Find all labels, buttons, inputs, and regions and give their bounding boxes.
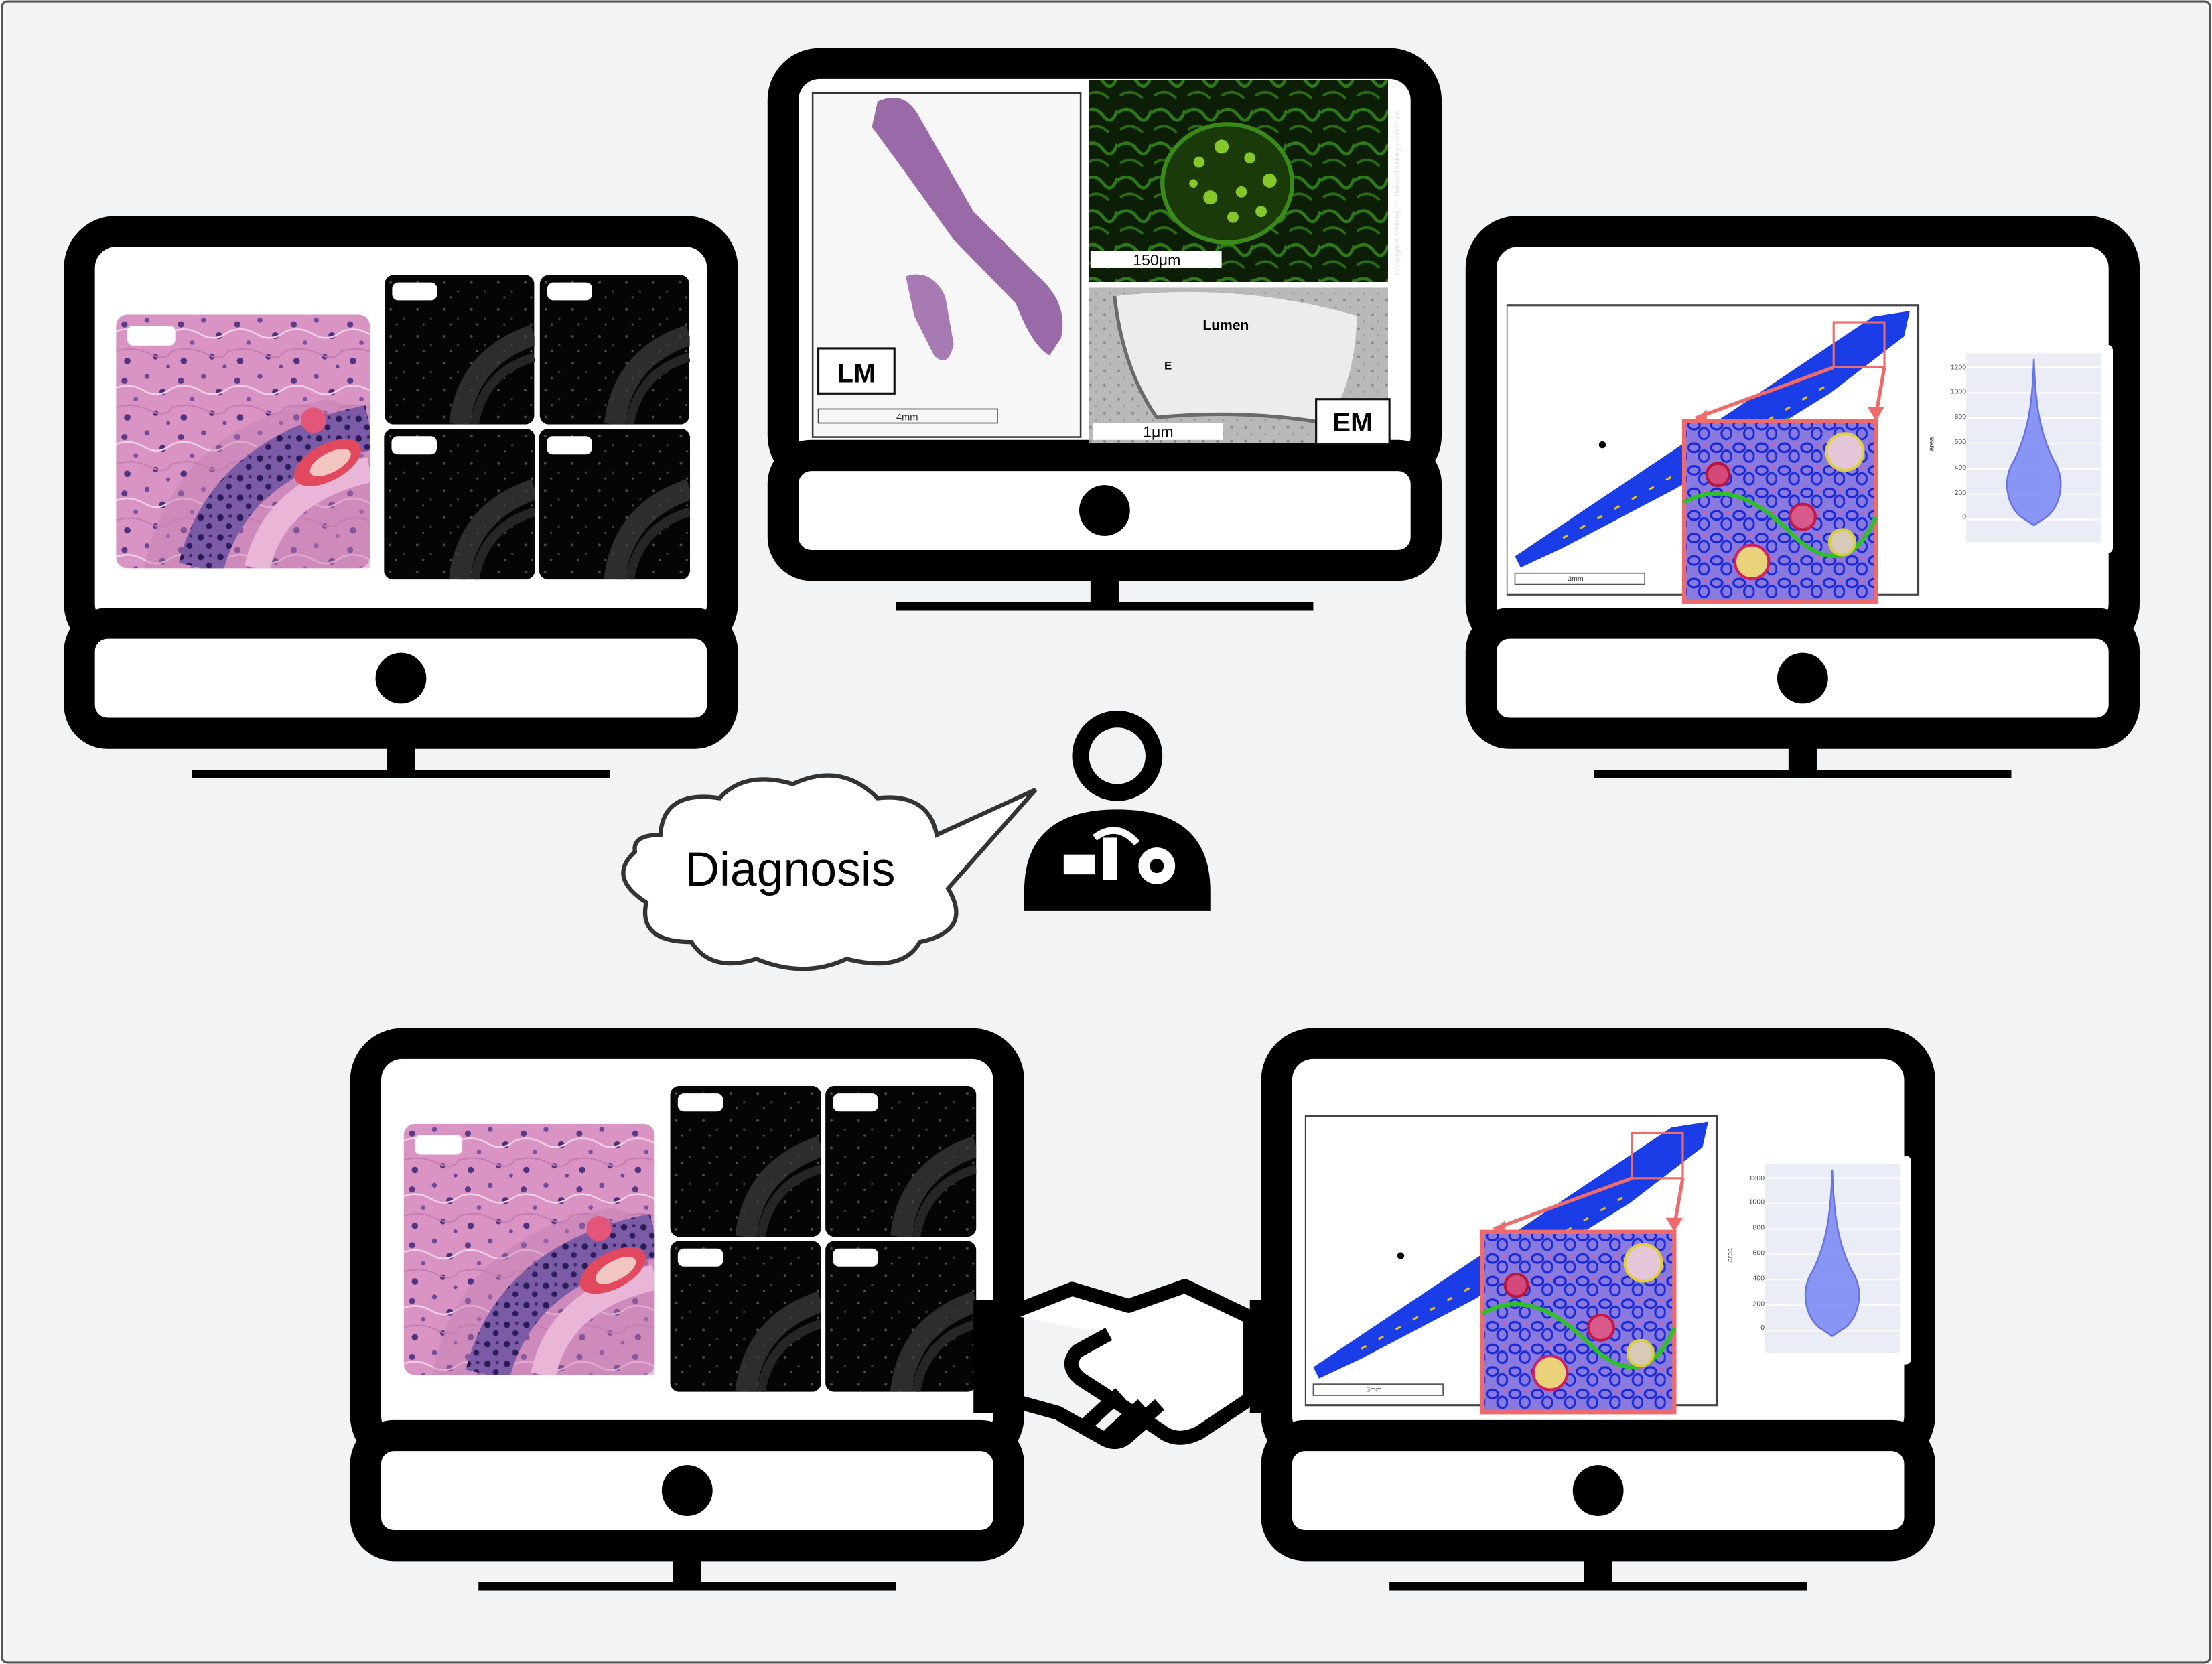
monitor-top-left: [79, 231, 722, 778]
monitor-top-center: LM 4mm 150μm Copyright © 1998 by the Nat…: [783, 64, 1426, 611]
lm-biopsy-strip-2: [906, 274, 954, 360]
violin-tick: 600: [1753, 1249, 1765, 1257]
segmentation-scale-label: 3mm: [1568, 575, 1584, 583]
lm-scale-bar: [817, 408, 998, 424]
violin-tick: 1200: [1951, 364, 1967, 372]
speech-bubble-icon: [621, 773, 1038, 971]
violin-tick: 400: [1753, 1274, 1765, 1282]
em-lumen-label: Lumen: [1202, 318, 1249, 334]
violin-tick: 0: [1760, 1324, 1765, 1332]
if-channel-panel-3: [671, 1241, 821, 1391]
if-channel-panel-4: [825, 1241, 976, 1391]
em-label: EM: [1332, 408, 1373, 437]
if-channel-panel-4: [539, 429, 690, 579]
monitor-top-right: 3mm area 1200 1000 800 600 400 200 0: [1481, 231, 2124, 778]
segmentation-scale-label: 3mm: [1366, 1386, 1382, 1394]
violin-tick: 1200: [1749, 1174, 1765, 1182]
he-stain-panel: [116, 314, 370, 568]
violin-tick: 1000: [1749, 1198, 1765, 1206]
em-scale-label: 1μm: [1143, 423, 1173, 441]
if-channel-panel-2: [825, 1086, 976, 1237]
if-copyright: Copyright © 1998 by the National Kidney …: [1393, 111, 1401, 275]
violin-tick: 200: [1753, 1300, 1765, 1308]
he-stain-panel: [404, 1124, 655, 1375]
violin-tick: 400: [1955, 464, 1967, 472]
violin-tick: 800: [1955, 413, 1967, 421]
if-scale-label: 150μm: [1133, 251, 1180, 269]
if-scale-box: [1090, 251, 1222, 268]
lm-scale-label: 4mm: [896, 412, 918, 423]
em-scale-box: [1093, 423, 1223, 440]
violin-tick: 1000: [1951, 387, 1967, 395]
em-e-label: E: [1164, 360, 1172, 372]
violin-axis-label: area: [1726, 1248, 1734, 1262]
violin-tick: 0: [1962, 513, 1966, 521]
lm-biopsy-strip-1: [872, 97, 1063, 356]
lm-label: LM: [837, 358, 876, 388]
lm-label-box: [817, 347, 896, 395]
if-channel-panel-3: [384, 429, 535, 579]
if-channel-panel-2: [540, 275, 689, 424]
monitor-bottom-left: [366, 1044, 1009, 1591]
violin-tick: 200: [1955, 489, 1967, 497]
if-channel-panel-1: [385, 275, 534, 424]
monitor-bottom-right: 3mm area 1200 1000 800 600 400 200 0: [1277, 1044, 1920, 1591]
violin-axis-label: area: [1928, 437, 1936, 451]
diagnosis-label: Diagnosis: [685, 843, 895, 896]
violin-tick: 800: [1753, 1224, 1765, 1232]
em-label-box: [1315, 398, 1391, 445]
diagnosis-group: Diagnosis: [621, 719, 1210, 971]
violin-tick: 600: [1955, 438, 1967, 446]
if-channel-panel-1: [671, 1086, 821, 1237]
